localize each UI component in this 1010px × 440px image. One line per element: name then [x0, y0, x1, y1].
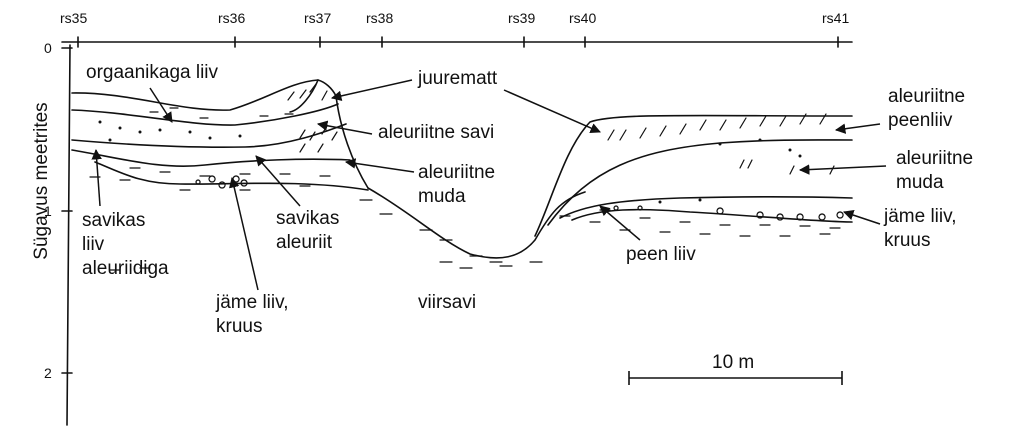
leader-line — [800, 166, 886, 170]
leader-line — [600, 206, 640, 240]
label-aleuriitne-peenliiv: aleuriitne — [888, 86, 965, 108]
station-label-rs38: rs38 — [366, 10, 393, 26]
dot-mark — [99, 121, 102, 124]
layer-boundary — [560, 197, 852, 218]
dot-mark — [759, 139, 762, 142]
leader-line — [332, 80, 412, 98]
label-savikas-liiv: savikas — [82, 210, 145, 232]
label-aleuriitne-muda-right: aleuriitne — [896, 148, 973, 170]
dot-mark — [699, 199, 702, 202]
label-aleuriitne-muda-mid: muda — [418, 186, 466, 208]
station-label-rs40: rs40 — [569, 10, 596, 26]
label-aleuriitne-peenliiv: peenliiv — [888, 110, 952, 132]
label-jame-liiv-right: kruus — [884, 230, 930, 252]
label-juurematt: juurematt — [418, 68, 497, 90]
dot-mark — [209, 137, 212, 140]
layer-boundary — [72, 150, 350, 166]
label-savikas-liiv: liiv — [82, 234, 104, 256]
station-label-rs37: rs37 — [304, 10, 331, 26]
label-savikas-liiv: aleuriidiga — [82, 258, 169, 280]
dot-mark — [119, 127, 122, 130]
dot-mark — [659, 201, 662, 204]
leader-line — [318, 124, 372, 134]
layer-boundary — [572, 210, 852, 222]
channel-profile — [368, 188, 585, 258]
dot-mark — [159, 129, 162, 132]
leader-line — [504, 90, 600, 132]
station-label-rs35: rs35 — [60, 10, 87, 26]
layer-top-right — [535, 116, 852, 236]
dot-mark — [789, 149, 792, 152]
dot-mark — [799, 155, 802, 158]
label-jame-liiv-right: jäme liiv, — [884, 206, 957, 228]
label-viirsavi: viirsavi — [418, 292, 476, 314]
label-savikas-aleuriit: aleuriit — [276, 232, 332, 254]
label-aleuriitne-savi: aleuriitne savi — [378, 122, 494, 144]
y-tick-label: 2 — [44, 365, 52, 381]
dot-mark — [139, 131, 142, 134]
y-axis-title: Sügavus meetrites — [31, 91, 53, 271]
label-peen-liiv: peen liiv — [626, 244, 696, 266]
y-tick-label: 1 — [44, 203, 52, 219]
dot-mark — [719, 143, 722, 146]
leader-line — [836, 124, 880, 130]
station-label-rs36: rs36 — [218, 10, 245, 26]
station-label-rs39: rs39 — [508, 10, 535, 26]
left-axis-line — [67, 45, 70, 425]
leader-line — [256, 156, 300, 206]
dot-mark — [239, 135, 242, 138]
station-label-rs41: rs41 — [822, 10, 849, 26]
dot-mark — [189, 131, 192, 134]
label-aleuriitne-muda-mid: aleuriitne — [418, 162, 495, 184]
y-tick-label: 0 — [44, 40, 52, 56]
label-savikas-aleuriit: savikas — [276, 208, 339, 230]
label-aleuriitne-muda-right: muda — [896, 172, 944, 194]
leader-line — [96, 150, 100, 206]
label-jame-liiv-left: jäme liiv, — [216, 292, 289, 314]
hatch-marks — [288, 84, 834, 174]
dot-mark — [109, 139, 112, 142]
label-orgaanikaga-liiv: orgaanikaga liiv — [86, 62, 218, 84]
label-jame-liiv-left: kruus — [216, 316, 262, 338]
scale-bar-label: 10 m — [712, 352, 754, 374]
leader-line — [232, 178, 258, 290]
